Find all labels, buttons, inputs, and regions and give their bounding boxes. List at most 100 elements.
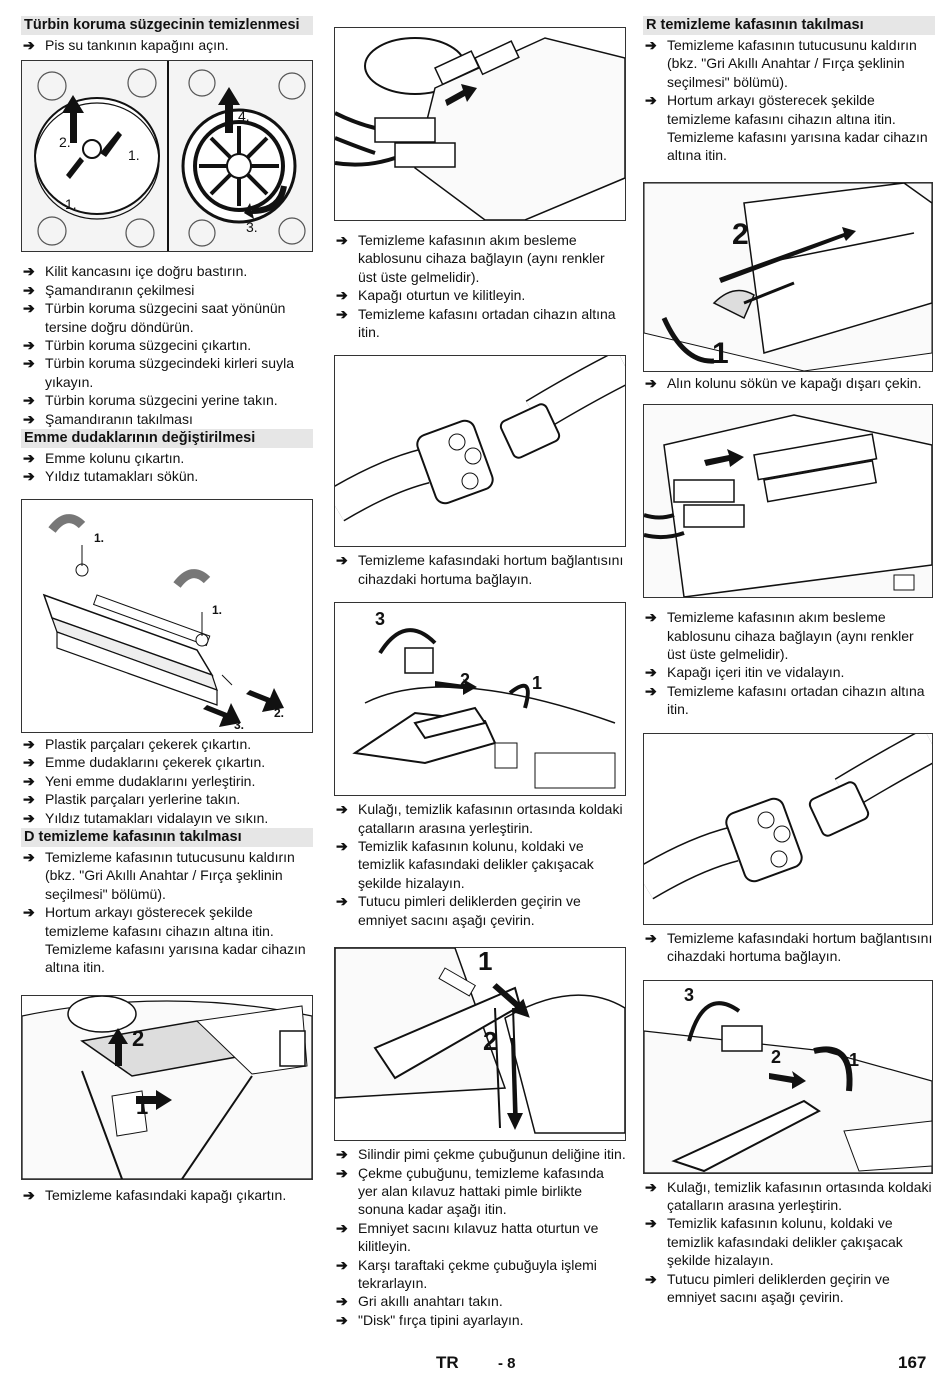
turbine-filter-illustration bbox=[22, 61, 312, 252]
figure-r-hose-coupling bbox=[643, 732, 933, 925]
arrow-icon: ➔ bbox=[23, 754, 35, 771]
figure-pull-rod: 1 2 bbox=[334, 947, 626, 1142]
step-list: ➔Temizleme kafasının tutucusunu kaldırın… bbox=[21, 848, 313, 977]
step-item: ➔Tutucu pimleri deliklerden geçirin ve e… bbox=[334, 892, 626, 929]
step-item: ➔Temizleme kafasının akım besleme kablos… bbox=[334, 231, 626, 286]
step-list: ➔ Temizleme kafasındaki hortum bağlantısı… bbox=[334, 551, 626, 588]
step-item: ➔Temizleme kafasının tutucusunu kaldırın… bbox=[21, 848, 313, 903]
step-list: ➔ Temizleme kafasındaki hortum bağlantısı… bbox=[643, 929, 935, 966]
pull-rod-illustration bbox=[335, 948, 625, 1134]
arrow-icon: ➔ bbox=[336, 1219, 348, 1236]
step-list: ➔Plastik parçaları çekerek çıkartın.➔Emm… bbox=[21, 735, 313, 827]
column-1: Türbin koruma süzgecinin temizlenmesi ➔P… bbox=[21, 16, 313, 1204]
step-item: ➔Temizleme kafasını ortadan cihazın altı… bbox=[334, 305, 626, 342]
callout-label: 2 bbox=[132, 1025, 145, 1051]
step-item: ➔Kapağı oturtun ve kilitleyin. bbox=[334, 286, 626, 304]
step-item: ➔ Emniyet sacını kılavuz hatta oturtun ve… bbox=[334, 1219, 626, 1256]
step-text: Hortum arkayı gösterecek şekilde temizle… bbox=[45, 904, 306, 976]
step-item: ➔ Temizleme kafasındaki hortum bağlantısı… bbox=[334, 551, 626, 588]
cover-illustration bbox=[22, 995, 312, 1179]
callout-label: 1. bbox=[212, 602, 223, 617]
step-item: ➔ Kilit kancasını içe doğru bastırın. bbox=[21, 262, 313, 280]
step-text: Emme kolunu çıkartın. bbox=[45, 450, 185, 467]
step-item: ➔Temizlik kafasının kolunu, koldaki ve t… bbox=[334, 837, 626, 892]
step-list: ➔Temizleme kafasındaki kapağı çıkartın. bbox=[21, 1186, 313, 1204]
figure-turbine-filter bbox=[21, 60, 313, 253]
arrow-icon: ➔ bbox=[23, 468, 35, 485]
step-item: ➔ Türbin koruma süzgecindeki kirleri suyl… bbox=[21, 354, 313, 391]
step-text: Çekme çubuğunu, temizleme kafasında yer … bbox=[358, 1164, 604, 1218]
arrow-icon: ➔ bbox=[23, 263, 35, 280]
figure-r-cable-connector bbox=[643, 404, 933, 599]
step-item: ➔Yıldız tutamakları vidalayın ve sıkın. bbox=[21, 809, 313, 827]
step-text: Tutucu pimleri deliklerden geçirin ve em… bbox=[667, 1270, 890, 1305]
step-item: ➔Temizleme kafasını ortadan cihazın altı… bbox=[643, 682, 935, 719]
callout-label: 2 bbox=[460, 670, 471, 691]
step-item: ➔Kulağı, temizlik kafasının ortasında ko… bbox=[334, 800, 626, 837]
step-text: Alın kolunu sökün ve kapağı dışarı çekin… bbox=[667, 374, 922, 391]
callout-label: 3. bbox=[234, 717, 245, 732]
arrow-icon: ➔ bbox=[645, 929, 657, 946]
step-text: Kapağı içeri itin ve vidalayın. bbox=[667, 664, 845, 681]
step-item: ➔Türbin koruma süzgecini yerine takın. bbox=[21, 391, 313, 409]
step-text: Türbin koruma süzgecini çıkartın. bbox=[45, 337, 252, 354]
callout-label: 1 bbox=[478, 947, 493, 977]
arrow-icon: ➔ bbox=[23, 791, 35, 808]
arrow-icon: ➔ bbox=[23, 281, 35, 298]
step-list: ➔Pis su tankının kapağını açın. bbox=[21, 36, 313, 54]
step-text: Temizleme kafasının tutucusunu kaldırın … bbox=[667, 37, 917, 90]
arrow-icon: ➔ bbox=[336, 232, 348, 248]
squeegee-illustration bbox=[42, 514, 284, 727]
step-text: Emme dudaklarını çekerek çıkartın. bbox=[45, 754, 266, 771]
figure-r-arm-attach: 3 2 1 bbox=[643, 979, 933, 1174]
step-text: Kilit kancasını içe doğru bastırın. bbox=[45, 263, 248, 280]
step-text: Pis su tankının kapağını açın. bbox=[45, 37, 229, 53]
step-item: ➔"Disk" fırça tipini ayarlayın. bbox=[334, 1311, 626, 1329]
callout-label: 2 bbox=[483, 1026, 498, 1057]
r-hose-coupling-illustration bbox=[644, 733, 932, 900]
step-item: ➔ Plastik parçaları yerlerine takın. bbox=[21, 790, 313, 808]
callout-label: 3 bbox=[684, 984, 695, 1005]
step-text: Plastik parçaları yerlerine takın. bbox=[45, 791, 241, 808]
step-text: Plastik parçaları çekerek çıkartın. bbox=[45, 735, 252, 752]
callout-label: 1. bbox=[65, 196, 77, 212]
step-item: ➔Plastik parçaları çekerek çıkartın. bbox=[21, 735, 313, 753]
arrow-icon: ➔ bbox=[23, 355, 35, 372]
step-text: Emniyet sacını kılavuz hatta oturtun ve … bbox=[358, 1219, 599, 1255]
step-text: Yeni emme dudaklarını yerleştirin. bbox=[45, 772, 256, 789]
footer-page-number: 167 bbox=[898, 1353, 927, 1372]
callout-label: 3. bbox=[246, 219, 258, 235]
callout-label: 2 bbox=[732, 217, 749, 251]
step-text: Temizleme kafasındaki hortum bağlantısın… bbox=[358, 552, 624, 587]
figure-front-knob: 2 1 bbox=[643, 181, 933, 372]
step-text: Yıldız tutamakları sökün. bbox=[45, 468, 199, 485]
step-text: Temizleme kafasındaki hortum bağlantısın… bbox=[667, 929, 933, 965]
step-item: ➔Hortum arkayı gösterecek şekilde temizl… bbox=[21, 903, 313, 977]
step-list: ➔Temizleme kafasının tutucusunu kaldırın… bbox=[643, 36, 935, 165]
figure-cable-connector bbox=[334, 27, 626, 221]
arrow-icon: ➔ bbox=[23, 809, 35, 826]
figure-squeegee: 1. 1. 2. 3. bbox=[21, 498, 313, 733]
step-text: Temizleme kafasını ortadan cihazın altın… bbox=[667, 682, 925, 718]
step-text: Temizleme kafasındaki kapağı çıkartın. bbox=[45, 1186, 287, 1203]
heading-d-head: D temizleme kafasının takılması bbox=[21, 827, 313, 847]
step-text: Hortum arkayı gösterecek şekilde temizle… bbox=[667, 92, 928, 164]
step-item: ➔Kulağı, temizlik kafasının ortasında ko… bbox=[643, 1178, 935, 1215]
step-list: ➔Emme kolunu çıkartın.➔Yıldız tutamaklar… bbox=[21, 449, 313, 486]
hose-coupling-illustration bbox=[335, 356, 625, 522]
step-item: ➔ Temizleme kafasındaki hortum bağlantısı… bbox=[643, 929, 935, 966]
arrow-icon: ➔ bbox=[336, 552, 348, 569]
arrow-icon: ➔ bbox=[336, 1146, 348, 1163]
arrow-icon: ➔ bbox=[645, 1270, 657, 1287]
step-text: Şamandıranın çekilmesi bbox=[45, 281, 195, 298]
callout-label: 1 bbox=[849, 1049, 860, 1070]
footer-language: TR bbox=[436, 1353, 459, 1372]
step-text: Temizleme kafasını ortadan cihazın altın… bbox=[358, 305, 616, 341]
step-text: Temizleme kafasının tutucusunu kaldırın … bbox=[45, 848, 295, 902]
step-text: Türbin koruma süzgecindeki kirleri suyla… bbox=[45, 355, 294, 390]
step-text: Türbin koruma süzgecini yerine takın. bbox=[45, 392, 278, 409]
footer-local-page: - 8 bbox=[498, 1355, 516, 1372]
arrow-icon: ➔ bbox=[336, 1311, 348, 1328]
column-3: R temizleme kafasının takılması ➔Temizle… bbox=[643, 16, 935, 1306]
arrow-icon: ➔ bbox=[645, 664, 657, 681]
